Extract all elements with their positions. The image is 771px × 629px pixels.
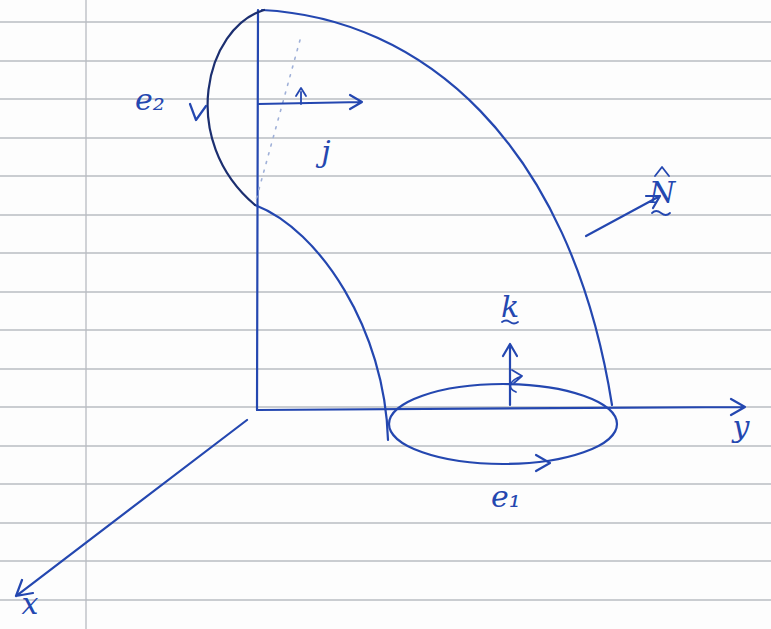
x-axis <box>16 420 247 596</box>
hat-mark <box>296 88 306 104</box>
z-axis <box>257 10 258 410</box>
axis-label: e₁ <box>491 482 521 512</box>
rotation-arrow <box>510 370 522 392</box>
hidden-edge <box>256 40 300 200</box>
axis-label: e₂ <box>135 85 165 115</box>
axis-label: y <box>733 412 750 442</box>
vector-arrow <box>503 344 517 405</box>
vector-arrow <box>258 95 362 109</box>
arrowhead <box>536 455 550 471</box>
axis-label: x <box>22 589 39 619</box>
y-axis <box>257 399 745 415</box>
arrowhead <box>190 104 206 120</box>
axis-label: k <box>501 292 519 322</box>
hat-mark <box>655 167 669 176</box>
tilde-mark <box>652 211 670 215</box>
surface-edge <box>255 205 388 440</box>
boundary-curve <box>208 10 264 205</box>
boundary-curve <box>389 384 617 464</box>
axis-label: j <box>321 137 330 167</box>
axis-label: N <box>649 178 675 208</box>
surface-edge <box>262 10 612 405</box>
